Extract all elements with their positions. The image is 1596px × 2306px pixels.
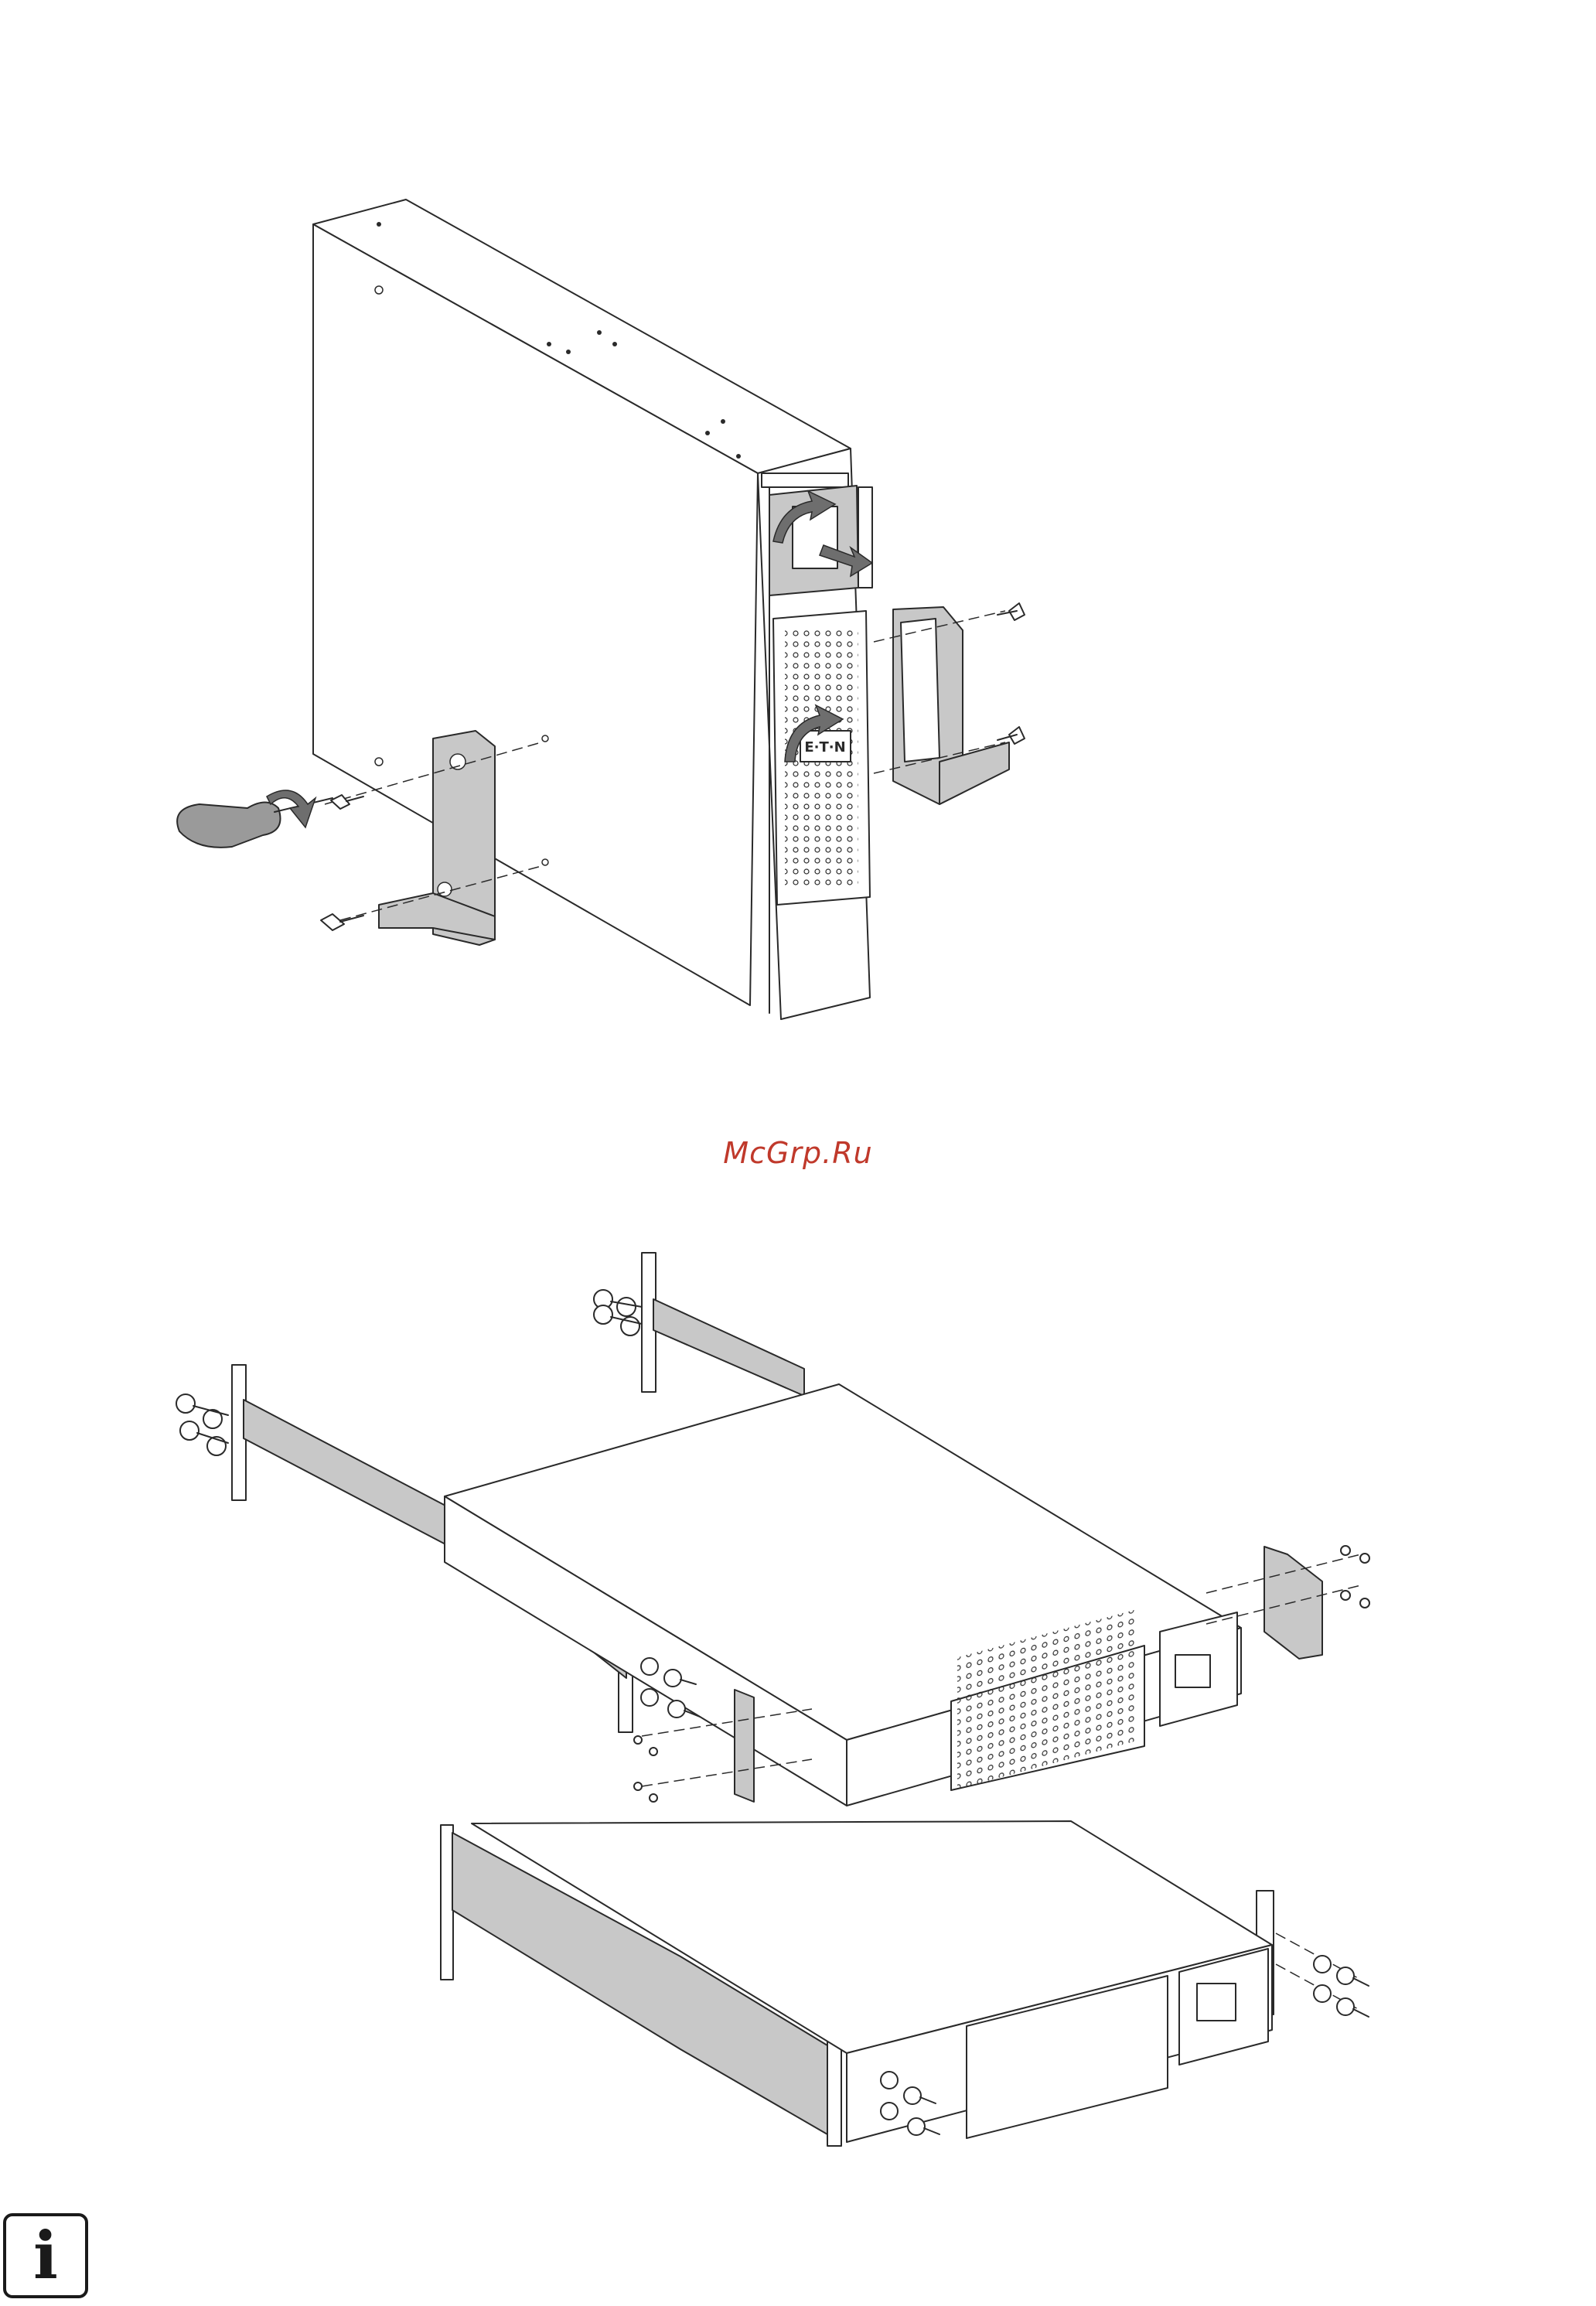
mounted-ups-lcd [1197,1984,1236,2021]
screw-icon [998,727,1025,744]
top-vent-strip [762,473,848,487]
rack-rail-installation-figure [176,1253,1369,1806]
screw-icon [331,795,363,809]
left-front-bracket [735,1690,754,1802]
info-icon: i [3,2213,88,2298]
screw-cluster-right [1314,1956,1369,2017]
screw-icon [321,914,363,930]
screw-cluster-bracket-right [1341,1546,1369,1608]
watermark-text: McGrp.Ru [0,1134,1596,1172]
button-column [858,487,872,588]
screw-cluster-front-left [176,1394,228,1455]
brand-logo: E·T·N [804,739,845,756]
rack-post-left [441,1825,453,1980]
rear-rail [653,1299,804,1396]
screw-cluster-bracket-left [634,1736,657,1802]
screw-cluster-rear [594,1290,642,1336]
rack-mounted-unit-figure [441,1821,1369,2146]
ups-lcd [1175,1655,1210,1687]
info-icon-glyph: i [33,2223,58,2288]
tower-feet-installation-figure: E·T·N [177,200,1025,1019]
